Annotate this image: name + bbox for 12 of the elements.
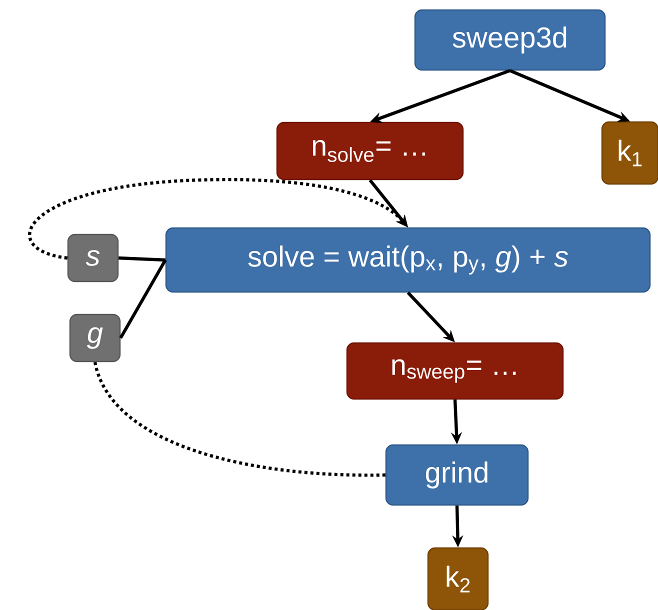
dotted-connector: [93, 362, 386, 477]
parameter-box: s: [67, 234, 119, 282]
connector: [118, 256, 166, 262]
variable-box: n$_{sweep}$= …: [346, 342, 564, 400]
connector: [119, 259, 167, 339]
process-box: grind: [385, 444, 529, 506]
process-box: solve = wait(p$_{x}$, p$_{y}$, g) + s: [165, 227, 651, 293]
process-box: sweep3d: [414, 9, 606, 71]
parameter-box: g: [69, 314, 121, 362]
kernel-box: k$_{2}$: [427, 547, 489, 610]
kernel-box: k$_{1}$: [601, 121, 658, 185]
variable-box: n$_{solve}$= …: [276, 122, 464, 180]
